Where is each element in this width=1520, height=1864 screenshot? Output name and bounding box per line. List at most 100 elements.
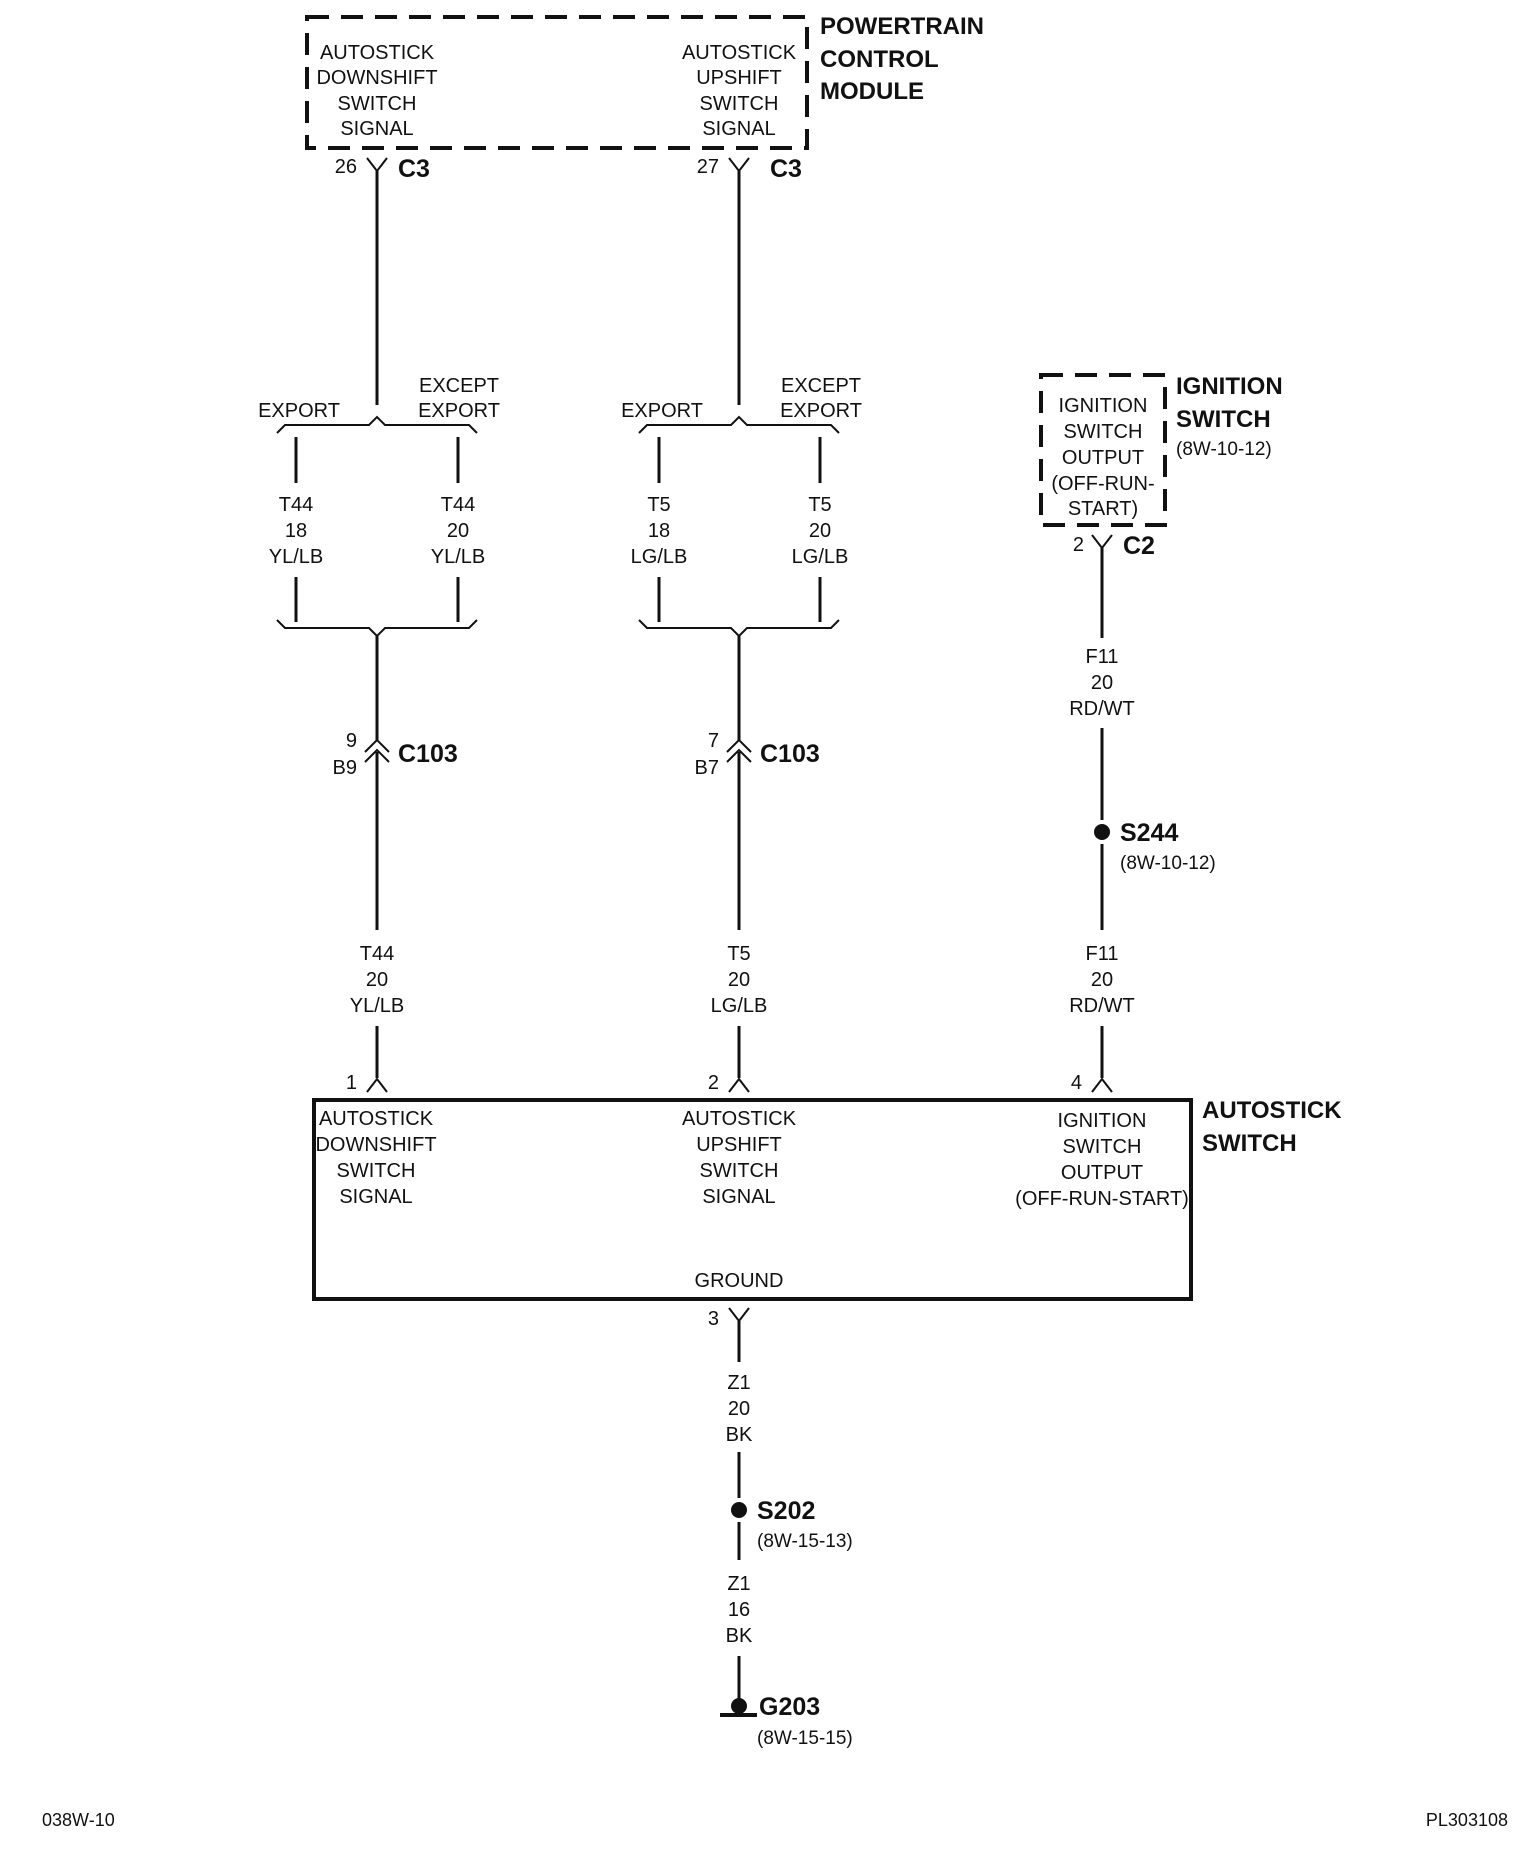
t44-branch-brace-bottom	[276, 619, 478, 638]
autostick-pin-4-connector-icon	[1091, 1077, 1113, 1093]
t5-export-color: LG/LB	[631, 546, 688, 568]
f11-upper-circuit: F11	[1086, 646, 1119, 668]
s244-label: S244	[1120, 819, 1178, 847]
t5-branch-brace-top	[638, 415, 840, 434]
s202-ref: (8W-15-13)	[757, 1531, 853, 1552]
z1-upper-circuit: Z1	[727, 1372, 750, 1394]
z1-lower-color: BK	[726, 1625, 753, 1647]
t44-except-gauge: 20	[447, 520, 469, 542]
f11-upper-gauge: 20	[1091, 672, 1113, 694]
s244-splice-dot	[1094, 824, 1110, 840]
t5-circuit: EXPORT EXCEPT EXPORT T5 18 LG/LB T5 20 L…	[621, 171, 862, 1078]
ignition-switch-label-1: IGNITION	[1059, 395, 1148, 417]
f11-lower-circuit: F11	[1086, 943, 1119, 965]
f11-upper-color: RD/WT	[1069, 698, 1135, 720]
g203-ref: (8W-15-15)	[757, 1728, 853, 1749]
ignition-switch-title-1: IGNITION	[1176, 373, 1283, 400]
autostick-pin-4-label-1: IGNITION	[1058, 1110, 1147, 1132]
t5-except-color: LG/LB	[792, 546, 849, 568]
autostick-pin-3-connector-icon	[728, 1307, 750, 1323]
ignition-switch-ref: (8W-10-12)	[1176, 439, 1272, 460]
t44-lower-color: YL/LB	[350, 995, 404, 1017]
g203-label: G203	[759, 1693, 820, 1721]
c103-left-pin-number: 9	[346, 730, 357, 752]
ground-circuit: Z1 20 BK S202 (8W-15-13) Z1 16 BK G203 (…	[720, 1321, 853, 1749]
c103-left-connector-icon	[364, 738, 390, 763]
pcm-title-line-3: MODULE	[820, 78, 924, 105]
z1-upper-gauge: 20	[728, 1398, 750, 1420]
t44-export-color: YL/LB	[269, 546, 323, 568]
pcm-downshift-label-1: AUTOSTICK	[320, 42, 435, 64]
powertrain-control-module: POWERTRAIN CONTROL MODULE AUTOSTICK DOWN…	[305, 13, 984, 183]
t5-branch-brace-bottom	[638, 619, 840, 638]
t44-lower-circuit: T44	[360, 943, 394, 965]
autostick-pin-2-label-4: SIGNAL	[702, 1186, 775, 1208]
s202-splice-dot	[731, 1502, 747, 1518]
pcm-connector-c3-left: C3	[398, 155, 430, 183]
autostick-pin-2-connector-icon	[728, 1077, 750, 1093]
pcm-downshift-label-2: DOWNSHIFT	[316, 67, 437, 89]
t44-circuit: EXPORT EXCEPT EXPORT T44 18 YL/LB T44 20…	[258, 171, 500, 1078]
ignition-switch-pin-2: 2	[1073, 534, 1084, 556]
ignition-switch: IGNITION SWITCH (8W-10-12) IGNITION SWIT…	[1039, 373, 1283, 1078]
pcm-upshift-label-3: SWITCH	[700, 93, 779, 115]
footer-left-code: 038W-10	[42, 1810, 115, 1830]
pcm-pin-26-connector-icon	[366, 157, 388, 173]
autostick-pin-4: 4	[1071, 1072, 1082, 1094]
t5-export-circuit: T5	[647, 494, 670, 516]
autostick-pin-4-label-4: (OFF-RUN-START)	[1015, 1188, 1189, 1210]
autostick-switch-box	[312, 1098, 1193, 1301]
t44-except-export-label-1: EXCEPT	[419, 375, 499, 397]
autostick-pin-1: 1	[346, 1072, 357, 1094]
pcm-title-line-2: CONTROL	[820, 46, 939, 73]
f11-lower-color: RD/WT	[1069, 995, 1135, 1017]
ignition-switch-label-2: SWITCH	[1064, 421, 1143, 443]
t5-except-export-label-2: EXPORT	[780, 400, 862, 422]
t44-except-export-label-2: EXPORT	[418, 400, 500, 422]
pcm-downshift-label-3: SWITCH	[338, 93, 417, 115]
pcm-dashed-box	[305, 15, 809, 150]
autostick-pin-1-label-2: DOWNSHIFT	[315, 1134, 436, 1156]
autostick-pin-1-label-3: SWITCH	[337, 1160, 416, 1182]
c103-left-label: C103	[398, 740, 458, 768]
pcm-upshift-label-2: UPSHIFT	[696, 67, 782, 89]
autostick-pin-2-label-2: UPSHIFT	[696, 1134, 782, 1156]
t5-export-gauge: 18	[648, 520, 670, 542]
t44-export-gauge: 18	[285, 520, 307, 542]
t5-export-label: EXPORT	[621, 400, 703, 422]
t44-except-color: YL/LB	[431, 546, 485, 568]
autostick-pin-1-connector-icon	[366, 1077, 388, 1093]
s244-ref: (8W-10-12)	[1120, 853, 1216, 874]
pcm-upshift-label-1: AUTOSTICK	[682, 42, 797, 64]
t44-export-circuit: T44	[279, 494, 313, 516]
autostick-pin-4-label-3: OUTPUT	[1061, 1162, 1143, 1184]
ignition-switch-label-3: OUTPUT	[1062, 447, 1144, 469]
ignition-switch-connector-c2: C2	[1123, 532, 1155, 560]
z1-lower-gauge: 16	[728, 1599, 750, 1621]
t5-except-export-label-1: EXCEPT	[781, 375, 861, 397]
pcm-title-line-1: POWERTRAIN	[820, 13, 984, 40]
z1-upper-color: BK	[726, 1424, 753, 1446]
c103-right-pin-number: 7	[708, 730, 719, 752]
pcm-pin-26: 26	[335, 156, 357, 178]
autostick-pin-1-label-4: SIGNAL	[339, 1186, 412, 1208]
pcm-pin-27-connector-icon	[728, 157, 750, 173]
pcm-pin-27: 27	[697, 156, 719, 178]
autostick-pin-3: 3	[708, 1308, 719, 1330]
c103-right-pin-cavity: B7	[695, 757, 719, 779]
f11-lower-gauge: 20	[1091, 969, 1113, 991]
pcm-upshift-label-4: SIGNAL	[702, 118, 775, 140]
autostick-switch-title-1: AUTOSTICK	[1202, 1097, 1342, 1124]
t44-lower-gauge: 20	[366, 969, 388, 991]
c103-left-pin-cavity: B9	[333, 757, 357, 779]
footer-right-code: PL303108	[1426, 1810, 1508, 1830]
autostick-pin-2: 2	[708, 1072, 719, 1094]
autostick-pin-2-label-1: AUTOSTICK	[682, 1108, 797, 1130]
ignition-switch-label-4: (OFF-RUN-	[1051, 473, 1154, 495]
c103-right-connector-icon	[726, 738, 752, 763]
t5-except-circuit: T5	[808, 494, 831, 516]
autostick-pin-2-label-3: SWITCH	[700, 1160, 779, 1182]
pcm-downshift-label-4: SIGNAL	[340, 118, 413, 140]
ignition-switch-connector-icon	[1091, 534, 1113, 550]
